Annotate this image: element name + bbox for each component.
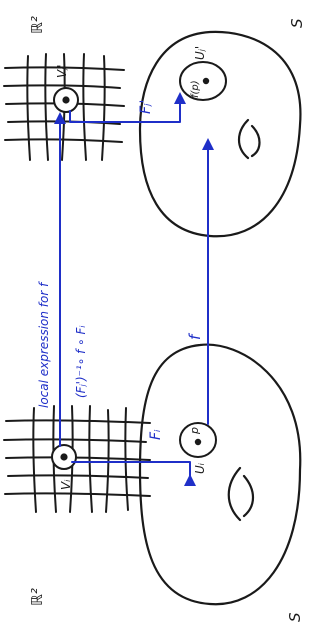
v-j-region: [54, 88, 78, 112]
label-r2-right: ℝ²: [28, 16, 46, 34]
u-j-region: [180, 62, 226, 100]
label-v-j: Vⱼ': [55, 64, 69, 78]
right-torus-hole-lower: [252, 126, 260, 156]
right-surface-torus: [140, 32, 300, 236]
point-p: [196, 440, 200, 444]
left-surface-torus: [140, 345, 300, 605]
label-F-j: Fⱼ': [138, 100, 154, 114]
right-torus-hole-upper: [239, 120, 248, 158]
label-s-right: S: [288, 18, 306, 28]
label-F-i: Fᵢ: [148, 429, 164, 440]
point-f-p: [204, 79, 208, 83]
arrows: [54, 92, 214, 486]
arrowhead-F-i: [184, 474, 196, 486]
left-torus-hole-lower: [244, 476, 253, 516]
label-s-left: S: [286, 612, 304, 622]
right-torus-outline: [140, 32, 300, 236]
label-u-i: Uᵢ: [193, 463, 207, 474]
label-f-p: f(p): [190, 80, 201, 98]
left-torus-outline: [140, 345, 300, 605]
left-plane-grid: [4, 406, 150, 512]
label-p: p: [188, 427, 201, 435]
arrowhead-F-j: [174, 92, 186, 104]
label-v-i: Vᵢ: [59, 480, 73, 490]
label-local-expression-line1: local expression for f: [37, 281, 51, 408]
arrowhead-f: [202, 138, 214, 150]
label-f: f: [186, 332, 204, 340]
v-i-region: [52, 445, 76, 469]
label-u-j: Uⱼ': [193, 46, 207, 60]
label-r2-left: ℝ²: [28, 588, 46, 606]
left-torus-hole-upper: [229, 468, 240, 520]
label-local-expression-line2: (Fⱼ')⁻¹∘ f ∘ Fᵢ: [74, 325, 88, 398]
